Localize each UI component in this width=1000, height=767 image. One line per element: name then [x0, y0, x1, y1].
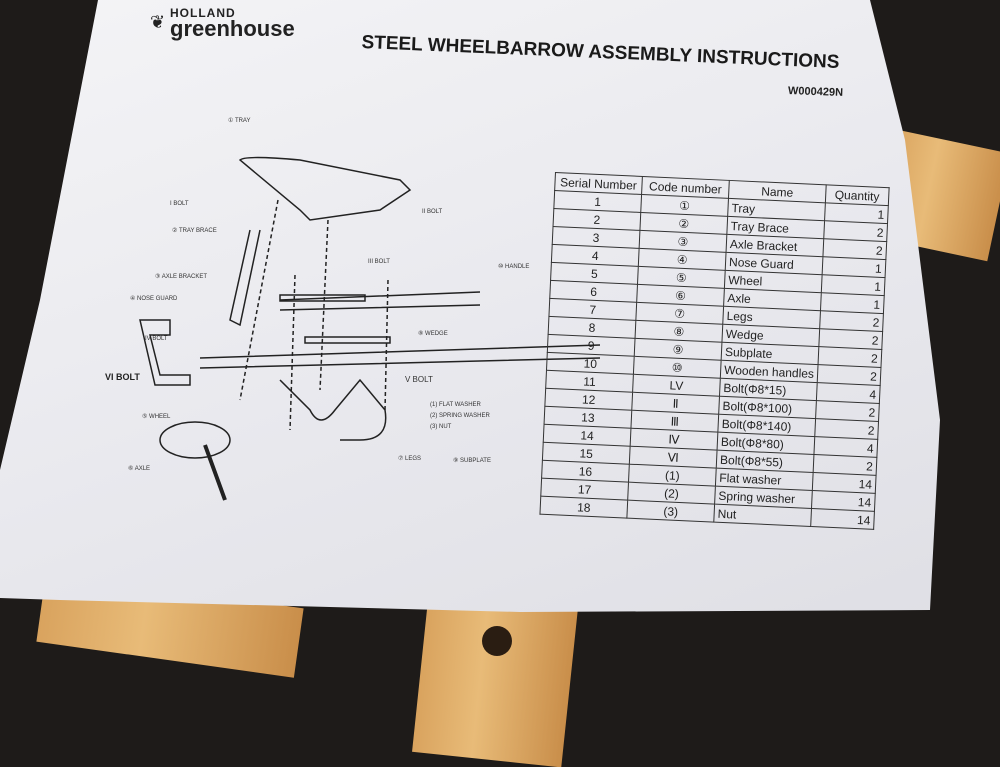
- name-cell: Nut: [713, 504, 812, 527]
- label-tray: ① TRAY: [228, 117, 251, 124]
- wheel-shape: [159, 421, 231, 459]
- label-nut: (3) NUT: [430, 424, 452, 430]
- wood-plank: [412, 592, 578, 767]
- label-legs: ⑦ LEGS: [398, 455, 421, 462]
- brand-line1: HOLLAND: [170, 6, 236, 20]
- label-handle: ⑩ HANDLE: [498, 263, 529, 270]
- brand-line2: greenhouse: [170, 16, 295, 41]
- label-bolt-3: III BOLT: [368, 259, 390, 265]
- wedge-lower: [304, 336, 391, 344]
- handle-upper: [279, 291, 481, 311]
- parts-table: Serial Number Code number Name Quantity …: [539, 172, 889, 530]
- label-nose-guard: ④ NOSE GUARD: [130, 295, 178, 302]
- label-bolt-5: V BOLT: [405, 375, 433, 384]
- label-bolt-2: II BOLT: [422, 209, 443, 215]
- label-flat-washer: (1) FLAT WASHER: [430, 402, 482, 408]
- label-bolt-4: IV BOLT: [145, 336, 168, 342]
- serial-cell: 18: [539, 496, 628, 519]
- label-axle: ⑥ AXLE: [128, 465, 150, 472]
- label-wedge: ⑧ WEDGE: [418, 330, 448, 337]
- leaf-icon: ❦: [150, 12, 166, 32]
- label-bolt-6: VI BOLT: [105, 372, 140, 382]
- label-subplate: ⑨ SUBPLATE: [453, 457, 491, 464]
- label-bolt-1: I BOLT: [170, 201, 189, 207]
- nose-guard-shape: [139, 319, 191, 386]
- handle-lower: [199, 344, 601, 369]
- wood-hole: [482, 626, 512, 656]
- quantity-cell: 14: [810, 508, 875, 530]
- document-code: W000429N: [787, 85, 844, 99]
- wedge-upper: [279, 294, 366, 302]
- legs-shape: [279, 378, 387, 441]
- label-wheel: ⑤ WHEEL: [142, 413, 171, 420]
- brand-logo: ❦ HOLLAND greenhouse: [150, 6, 295, 42]
- label-spring-washer: (2) SPRING WASHER: [430, 413, 490, 419]
- tray-brace-shape: [229, 229, 261, 327]
- tray-shape: [238, 156, 412, 221]
- exploded-diagram: ① TRAY I BOLT ② TRAY BRACE ③ AXLE BRACKE…: [105, 117, 601, 501]
- label-tray-brace: ② TRAY BRACE: [172, 227, 217, 234]
- label-axle-bracket: ③ AXLE BRACKET: [155, 273, 207, 280]
- code-cell: (3): [626, 500, 715, 523]
- axle-shape: [203, 444, 227, 501]
